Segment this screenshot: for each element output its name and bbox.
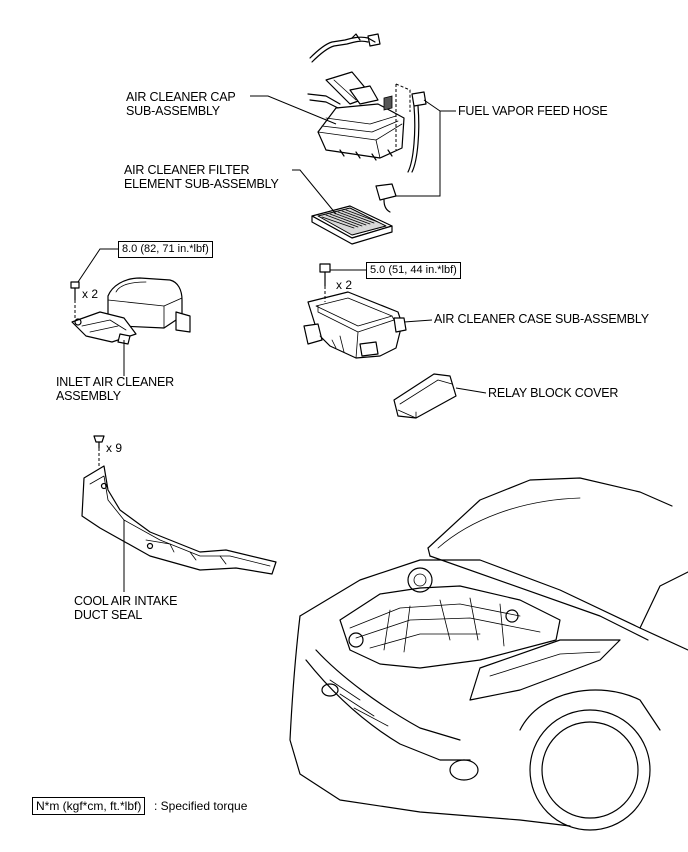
relay-block-cover-drawing [393, 373, 457, 419]
leader-lines [77, 95, 487, 592]
label-air-cleaner-case: AIR CLEANER CASE SUB-ASSEMBLY [434, 312, 649, 326]
upper-hose-drawing [309, 33, 381, 63]
label-air-cleaner-cap-line2: SUB-ASSEMBLY [126, 104, 220, 118]
duct-clip-drawing [93, 435, 105, 468]
label-cool-air-intake: COOL AIR INTAKE DUCT SEAL [74, 594, 177, 622]
qty-case-bolt: x 2 [336, 278, 353, 292]
torque-case-bolt: 5.0 (51, 44 in.*lbf) [366, 262, 461, 279]
air-cleaner-case-drawing [303, 291, 407, 359]
label-air-cleaner-filter-line1: AIR CLEANER FILTER [124, 163, 250, 177]
label-air-cleaner-cap-line1: AIR CLEANER CAP [126, 90, 236, 104]
label-air-cleaner-filter-line2: ELEMENT SUB-ASSEMBLY [124, 177, 279, 191]
qty-duct-clip: x 9 [106, 441, 123, 455]
inlet-air-cleaner-drawing [71, 277, 191, 345]
label-fuel-vapor-feed-hose: FUEL VAPOR FEED HOSE [458, 104, 608, 118]
air-filter-element-drawing [311, 205, 393, 245]
label-air-cleaner-filter: AIR CLEANER FILTER ELEMENT SUB-ASSEMBLY [124, 163, 279, 191]
torque-inlet-bolt: 8.0 (82, 71 in.*lbf) [118, 241, 213, 258]
air-cleaner-cap-drawing [307, 71, 405, 161]
label-inlet-air-cleaner-line2: ASSEMBLY [56, 389, 121, 403]
legend-description: : Specified torque [154, 799, 248, 813]
label-inlet-air-cleaner: INLET AIR CLEANER ASSEMBLY [56, 375, 174, 403]
duct-seal-drawing [81, 465, 277, 575]
legend-unit-box: N*m (kgf*cm, ft.*lbf) [32, 797, 146, 815]
label-cool-air-intake-line2: DUCT SEAL [74, 608, 143, 622]
qty-inlet-bolt: x 2 [82, 287, 99, 301]
label-air-cleaner-cap: AIR CLEANER CAP SUB-ASSEMBLY [126, 90, 236, 118]
label-inlet-air-cleaner-line1: INLET AIR CLEANER [56, 375, 174, 389]
engine-bay-drawing [339, 567, 561, 669]
label-cool-air-intake-line1: COOL AIR INTAKE [74, 594, 178, 608]
inlet-bolt-drawing [70, 281, 80, 320]
vehicle-front-drawing [289, 477, 688, 831]
case-bolt-drawing [319, 263, 331, 302]
fuel-vapor-hose-drawing [375, 83, 427, 213]
label-relay-block-cover: RELAY BLOCK COVER [488, 386, 619, 400]
